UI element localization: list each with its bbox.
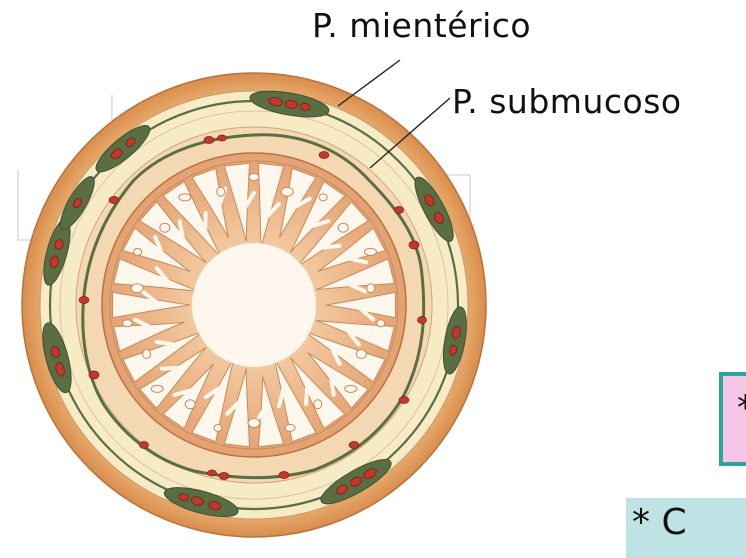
crypt-opening	[217, 187, 225, 196]
myenteric-leader-line	[338, 60, 400, 106]
crypt-opening	[249, 174, 259, 181]
crypt-opening	[248, 419, 260, 428]
crypt-opening	[356, 350, 366, 359]
crypt-opening	[367, 284, 375, 293]
crypt-opening	[314, 400, 322, 409]
teal-callout-text: * C	[632, 502, 687, 543]
crypt-opening	[134, 248, 142, 255]
crypt-opening	[214, 424, 222, 431]
crypt-opening	[364, 248, 376, 255]
crypt-opening	[185, 400, 195, 409]
villus-branch	[318, 246, 339, 248]
crypt-opening	[151, 385, 163, 392]
pink-callout-box: *	[719, 372, 746, 466]
crypt-opening	[319, 194, 327, 201]
villus-branch	[162, 367, 184, 368]
crypt-opening	[285, 424, 295, 431]
crypt-opening	[179, 194, 191, 201]
submucosal-plexus-label: P. submucoso	[452, 82, 682, 121]
villus-branch	[306, 382, 307, 404]
crypt-opening	[122, 320, 132, 327]
crypt-opening	[143, 350, 151, 359]
myenteric-plexus-label: P. mientérico	[312, 6, 531, 45]
teal-callout-box: * C	[626, 498, 746, 558]
crypt-opening	[345, 385, 357, 392]
crypt-opening	[338, 223, 348, 232]
crypt-opening	[281, 187, 293, 196]
crypt-opening	[377, 320, 385, 327]
pink-callout-text: *	[737, 388, 746, 428]
crypt-opening	[131, 284, 143, 293]
lumen-center	[192, 243, 316, 367]
crypt-opening	[160, 223, 170, 232]
